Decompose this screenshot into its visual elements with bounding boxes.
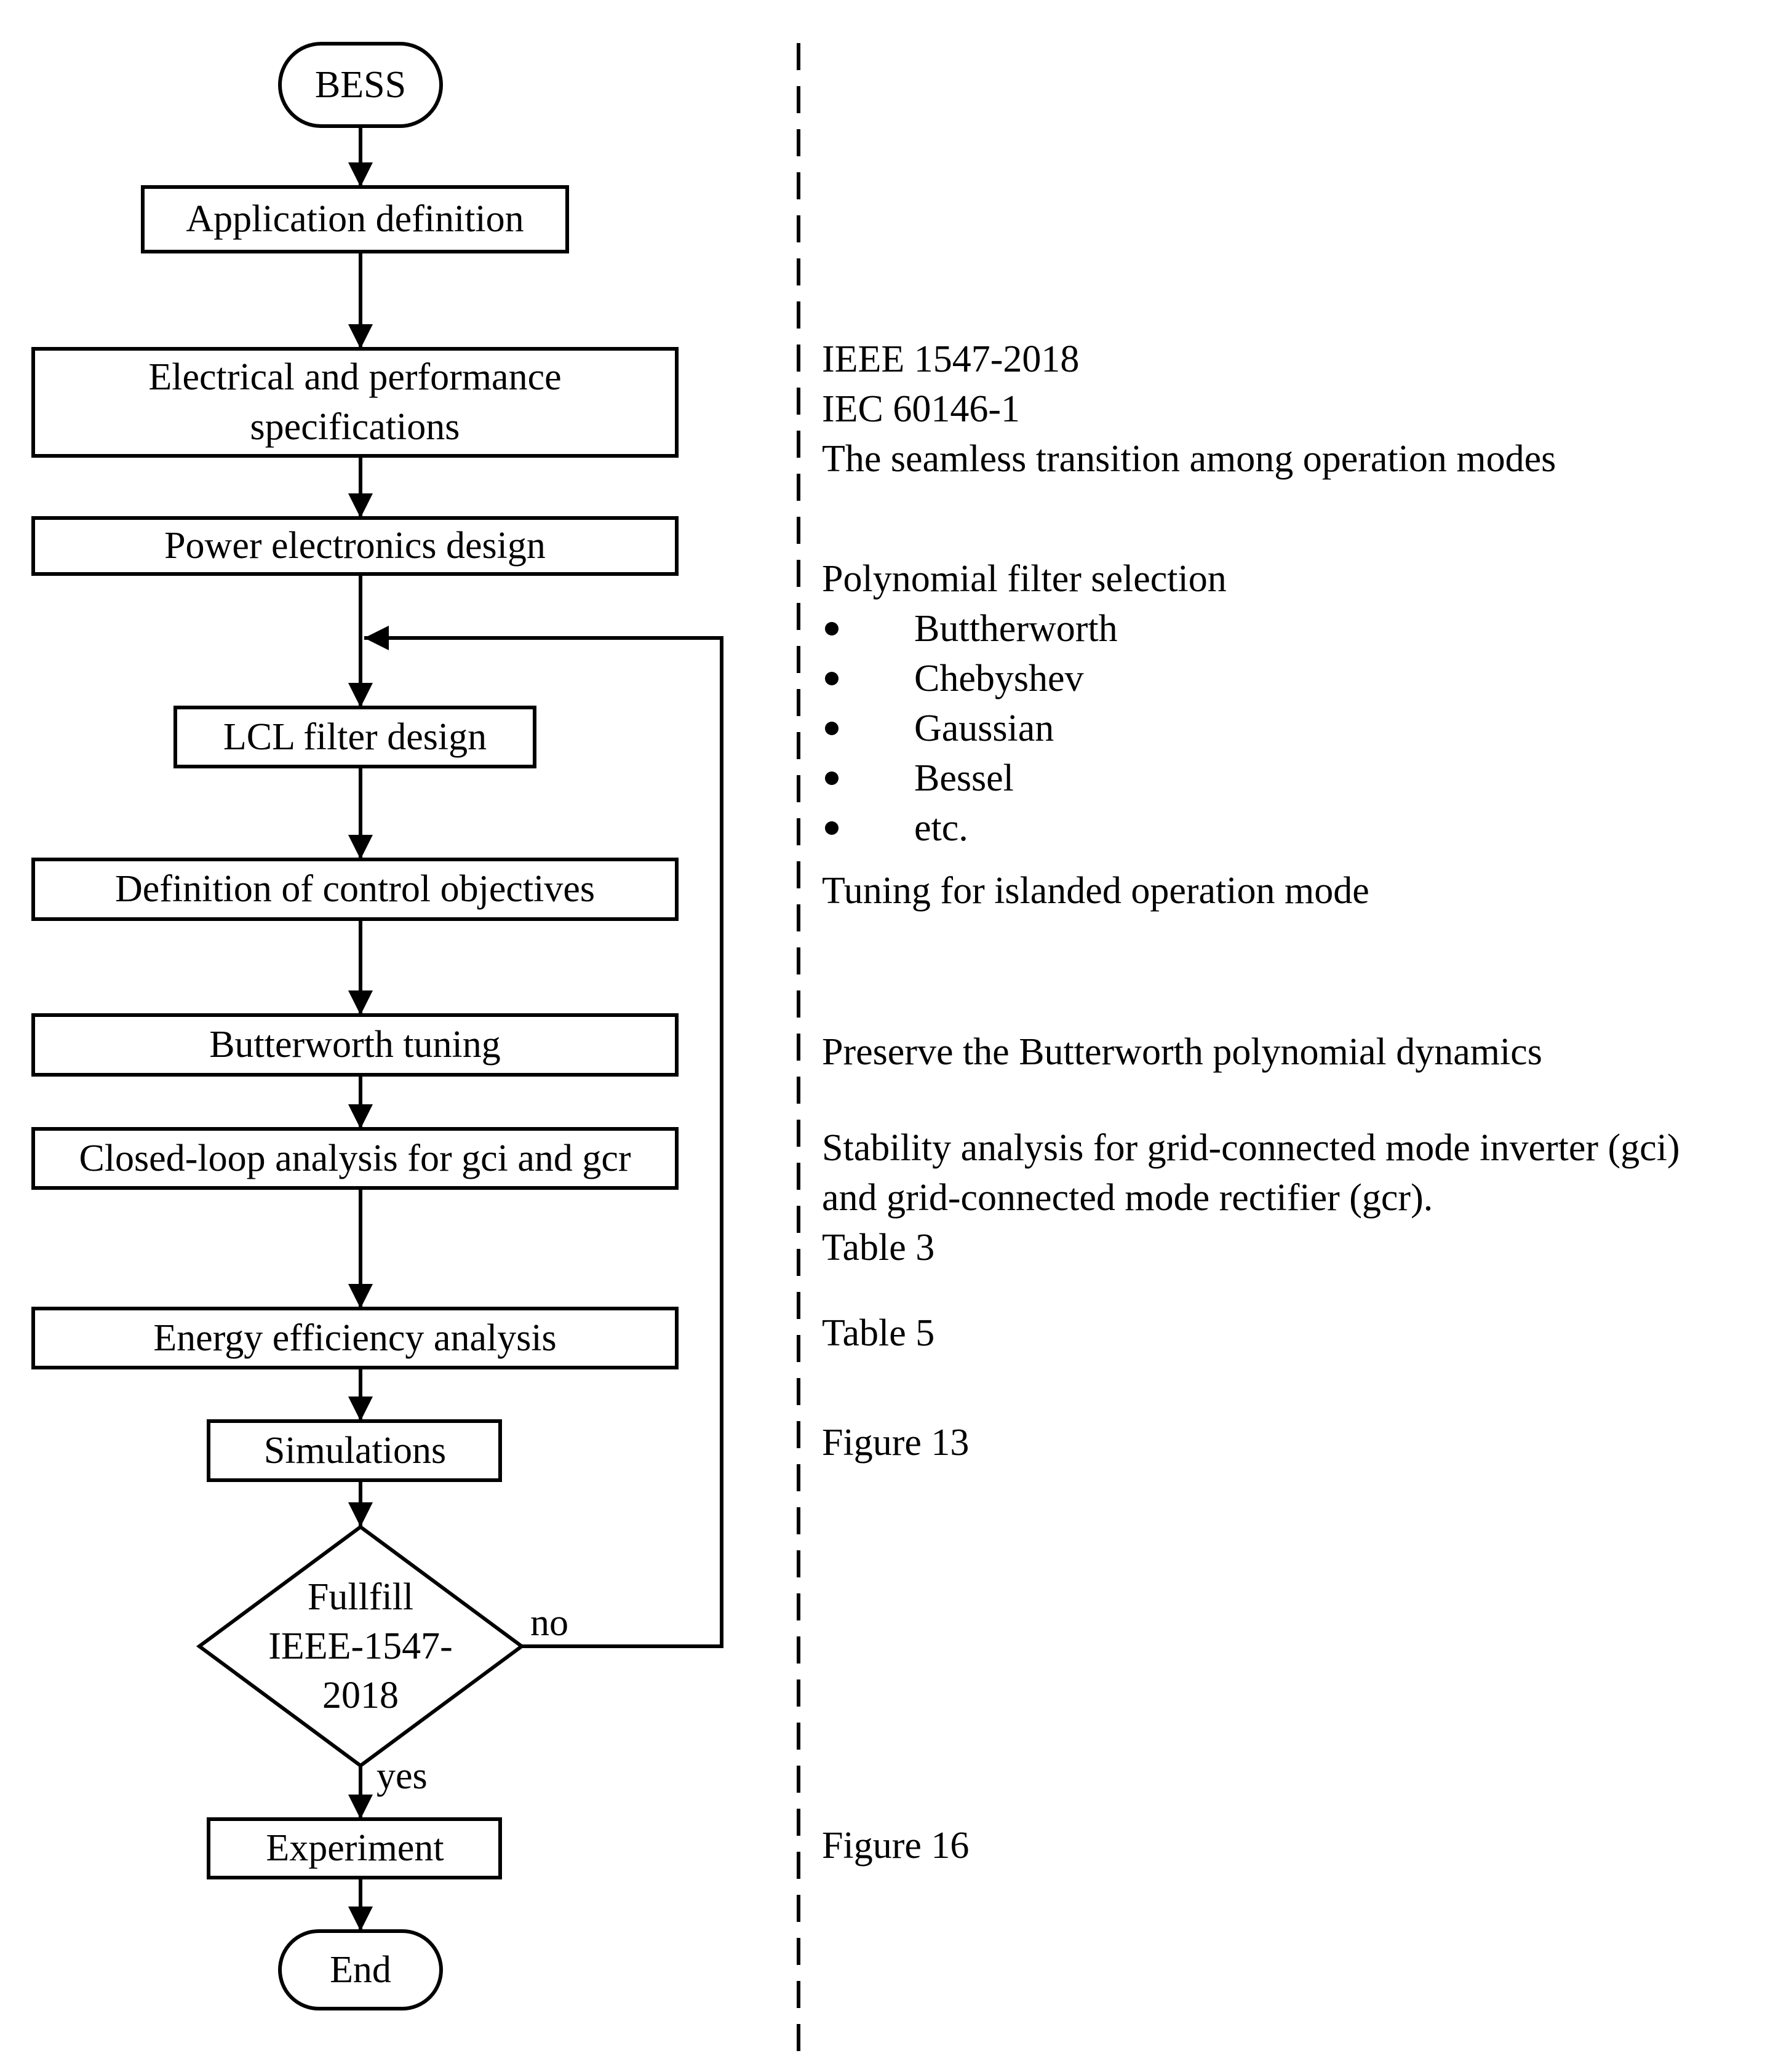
notes-panel: IEEE 1547-2018 IEC 60146-1 The seamless … <box>822 338 1680 1867</box>
start-label: BESS <box>315 64 406 106</box>
end-label: End <box>330 1949 391 1991</box>
step-energy-efficiency: Energy efficiency analysis <box>31 1307 679 1369</box>
step-label: Butterworth tuning <box>209 1024 501 1066</box>
step-application-definition: Application definition <box>141 185 569 253</box>
filter-list-item: Bessel <box>914 757 1014 799</box>
step-label: LCL filter design <box>223 716 487 758</box>
step-experiment: Experiment <box>207 1817 502 1879</box>
step-label: Energy efficiency analysis <box>153 1317 556 1359</box>
flow-connectors <box>348 126 723 1931</box>
decision-no-label: no <box>530 1602 568 1644</box>
note-specs-line1: IEEE 1547-2018 <box>822 338 1079 380</box>
step-label: Closed-loop analysis for gci and gcr <box>79 1138 631 1179</box>
end-terminal: End <box>278 1929 443 2010</box>
step-simulations: Simulations <box>207 1419 502 1482</box>
note-closed-loop-line2: and grid-connected mode rectifier (gcr). <box>822 1177 1433 1219</box>
step-label: Application definition <box>186 198 524 240</box>
filter-list-item: Gaussian <box>914 707 1054 749</box>
decision-label-line1: Fullfill <box>308 1576 413 1618</box>
step-power-electronics-design: Power electronics design <box>31 516 679 576</box>
step-label: Power electronics design <box>164 525 546 567</box>
filter-list-item: etc. <box>914 807 968 849</box>
note-specs-line2: IEC 60146-1 <box>822 388 1020 430</box>
step-closed-loop-analysis: Closed-loop analysis for gci and gcr <box>31 1127 679 1190</box>
step-label-line1: Electrical and performance <box>148 356 561 398</box>
note-simulations: Figure 13 <box>822 1422 969 1464</box>
step-control-objectives: Definition of control objectives <box>31 858 679 921</box>
note-specs-line3: The seamless transition among operation … <box>822 438 1556 480</box>
step-butterworth-tuning: Butterworth tuning <box>31 1013 679 1077</box>
step-electrical-specifications: Electrical and performance specification… <box>31 347 679 458</box>
decision-label-line3: 2018 <box>322 1675 399 1716</box>
start-terminal: BESS <box>278 42 443 128</box>
filter-list-item: Buttherworth <box>914 608 1118 650</box>
decision-yes-label: yes <box>377 1755 428 1797</box>
note-closed-loop-line1: Stability analysis for grid-connected mo… <box>822 1127 1680 1169</box>
step-lcl-filter-design: LCL filter design <box>173 706 536 768</box>
decision-label-line2: IEEE-1547- <box>268 1625 453 1667</box>
step-label: Definition of control objectives <box>115 868 595 910</box>
filter-list-item: Chebyshev <box>914 658 1084 699</box>
note-closed-loop-line3: Table 3 <box>822 1227 934 1269</box>
step-label: Simulations <box>264 1430 446 1472</box>
filter-bullet-list: Buttherworth Chebyshev Gaussian Bessel e… <box>825 608 1118 849</box>
decision-fulfill-ieee: Fullfill IEEE-1547- 2018 <box>196 1524 525 1768</box>
feedback-loop-no <box>364 626 723 1648</box>
bullet-icon <box>825 821 839 835</box>
step-label: Experiment <box>266 1827 444 1869</box>
note-energy: Table 5 <box>822 1312 934 1354</box>
step-label-line2: specifications <box>250 406 460 448</box>
note-filter-heading: Polynomial filter selection <box>822 558 1227 600</box>
bullet-icon <box>825 722 839 735</box>
note-experiment: Figure 16 <box>822 1825 969 1867</box>
bullet-icon <box>825 622 839 636</box>
bullet-icon <box>825 771 839 785</box>
bullet-icon <box>825 672 839 685</box>
note-control: Tuning for islanded operation mode <box>822 870 1369 912</box>
note-butterworth: Preserve the Butterworth polynomial dyna… <box>822 1031 1542 1073</box>
